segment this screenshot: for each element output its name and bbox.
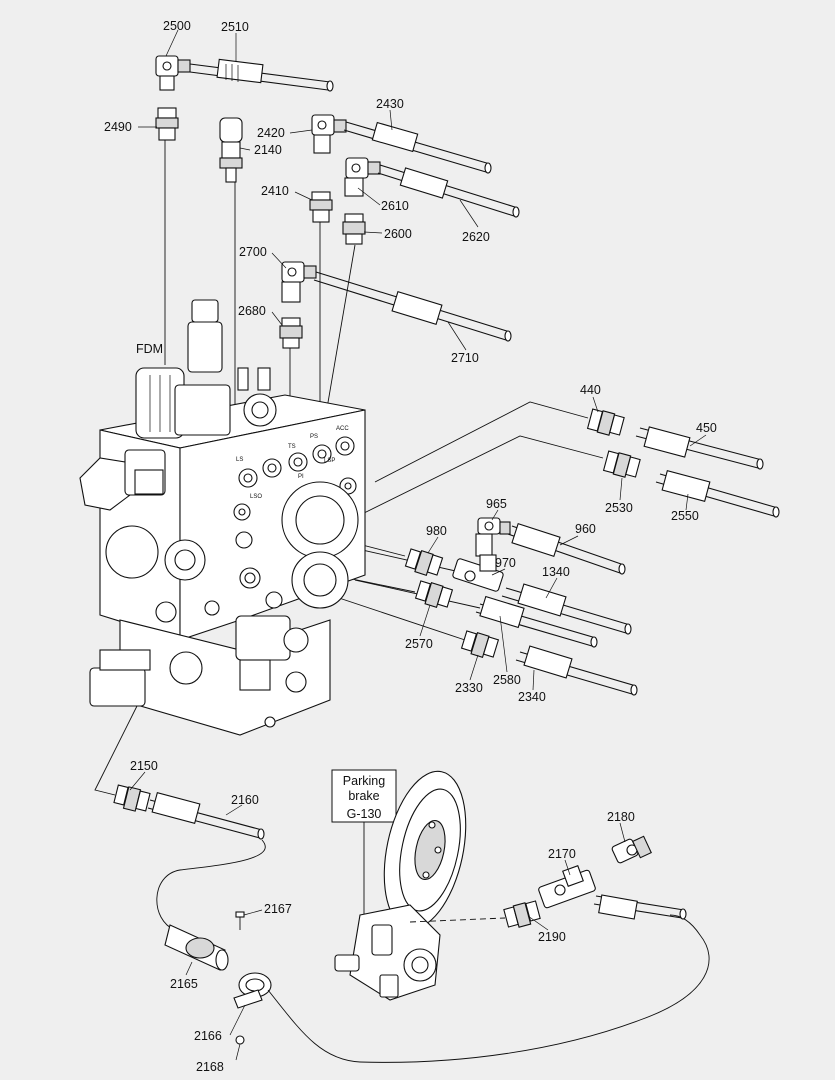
elbow-fitting-2500 [155, 55, 191, 91]
elbow-fitting-965 [475, 517, 511, 557]
callout-2580: 2580 [493, 673, 521, 687]
callout-leaders [129, 29, 707, 1061]
callout-440: 440 [580, 383, 601, 397]
adapter-2150 [113, 784, 151, 812]
callout-970: 970 [495, 556, 516, 570]
tube-2550 [655, 469, 780, 518]
callout-2700: 2700 [239, 245, 267, 259]
clamp-2166 [233, 972, 272, 1009]
callout-1340: 1340 [542, 565, 570, 579]
port-mark-pi: PI [298, 474, 304, 480]
adapter-440 [586, 408, 625, 436]
elbow-fitting-2610 [344, 157, 381, 197]
tube-960 [507, 522, 626, 575]
parking-brake-line1: Parking [343, 774, 385, 788]
callout-2570: 2570 [405, 637, 433, 651]
callout-2510: 2510 [221, 20, 249, 34]
hose-2160 [147, 791, 266, 931]
port-mark-acc: ACC [336, 426, 349, 432]
callout-2710: 2710 [451, 351, 479, 365]
callout-965: 965 [486, 497, 507, 511]
port-mark-ts: TS [288, 444, 296, 450]
callout-2500: 2500 [163, 19, 191, 33]
adapter-2190 [503, 900, 541, 928]
tee-fitting-2170 [538, 865, 596, 909]
callout-2330: 2330 [455, 681, 483, 695]
callout-2167: 2167 [264, 902, 292, 916]
tube-2580 [475, 595, 598, 648]
protective-sleeve-2165 [164, 924, 229, 971]
nut-2168 [235, 1035, 245, 1045]
callout-2530: 2530 [605, 501, 633, 515]
pressure-sensor-2140 [219, 117, 243, 183]
adapter-2530 [602, 450, 641, 478]
adapter-2490 [155, 107, 179, 141]
tube-2710 [313, 271, 512, 342]
control-valve-block [79, 299, 366, 736]
port-marks: LS PS ACC LSP LSO PI TS [236, 426, 349, 500]
adapter-2570 [414, 580, 454, 608]
tube-2430 [343, 121, 492, 174]
callout-980: 980 [426, 524, 447, 538]
bolt-2167 [235, 911, 245, 930]
callout-2490: 2490 [104, 120, 132, 134]
brake-caliper [334, 904, 441, 1001]
tube-450 [635, 426, 764, 470]
callout-2180: 2180 [607, 810, 635, 824]
parking-brake-label: Parking brake G-130 [331, 769, 397, 915]
callout-2410: 2410 [261, 184, 289, 198]
callout-2550: 2550 [671, 509, 699, 523]
callout-2165: 2165 [170, 977, 198, 991]
elbow-fitting-2420 [311, 114, 347, 154]
port-mark-ps: PS [310, 434, 318, 440]
callout-2610: 2610 [381, 199, 409, 213]
callout-2340: 2340 [518, 690, 546, 704]
port-mark-lso: LSO [250, 494, 262, 500]
tube-2620 [377, 164, 520, 218]
adapter-2410 [309, 191, 333, 223]
fitting-2180 [611, 835, 652, 864]
brake-line-dashed [409, 917, 506, 923]
callout-450: 450 [696, 421, 717, 435]
callout-2190: 2190 [538, 930, 566, 944]
callout-2620: 2620 [462, 230, 490, 244]
adapter-980 [404, 548, 444, 577]
callout-2140: 2140 [254, 143, 282, 157]
brake-hose [267, 914, 710, 1063]
callout-2600: 2600 [384, 227, 412, 241]
callout-fdm: FDM [136, 342, 163, 356]
tee-fitting-970 [452, 554, 504, 592]
callout-2170: 2170 [548, 847, 576, 861]
parking-brake-line2: brake [348, 789, 379, 803]
tube-2340 [515, 645, 638, 696]
callout-labels: 2500 2510 2490 2430 2420 2140 2410 2610 … [104, 19, 717, 1074]
callout-2150: 2150 [130, 759, 158, 773]
adapter-2330 [460, 630, 500, 658]
tube-1340 [501, 583, 632, 635]
callout-2430: 2430 [376, 97, 404, 111]
adapter-2600 [342, 213, 366, 245]
callout-2168: 2168 [196, 1060, 224, 1074]
port-mark-lsp: LSP [324, 458, 335, 464]
callout-2420: 2420 [257, 126, 285, 140]
callout-2166: 2166 [194, 1029, 222, 1043]
brake-hose-end [593, 894, 687, 920]
callout-960: 960 [575, 522, 596, 536]
callout-2680: 2680 [238, 304, 266, 318]
parking-brake-line3: G-130 [347, 807, 382, 821]
tube-2510 [189, 58, 334, 92]
brake-disc [383, 770, 467, 930]
port-mark-ls: LS [236, 457, 243, 463]
adapter-2680 [279, 317, 303, 349]
callout-2160: 2160 [231, 793, 259, 807]
elbow-fitting-2700 [281, 261, 317, 303]
